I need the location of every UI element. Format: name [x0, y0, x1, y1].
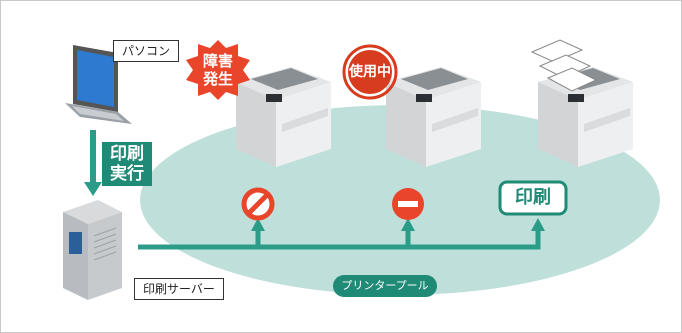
print-execute-arrow — [84, 130, 102, 196]
printer-icon — [386, 67, 481, 167]
server-icon — [63, 200, 122, 300]
printer-pool-label-bg — [333, 275, 437, 297]
error-text-line2: 発生 — [202, 70, 233, 88]
pc-label: パソコン — [113, 40, 180, 62]
print-execute-badge — [102, 142, 152, 186]
laptop-icon — [65, 45, 132, 124]
error-text-line1: 障害 — [202, 52, 233, 70]
prohibited-icon — [241, 187, 275, 221]
in-use-badge-bg — [348, 50, 392, 94]
arrow-heads — [251, 218, 545, 231]
print-badge-text: 印刷 — [515, 187, 551, 208]
print-execute-text-line2: 実行 — [110, 164, 144, 184]
starburst-icon — [186, 40, 250, 100]
print-execute-text-line1: 印刷 — [110, 144, 144, 164]
printer-pool-label: プリンタープール — [341, 279, 429, 292]
printer-icon — [236, 67, 331, 167]
no-entry-icon — [392, 188, 424, 220]
network-lines — [138, 228, 541, 250]
print-badge — [498, 180, 568, 216]
paper-stack-icon — [530, 39, 598, 92]
in-use-ring — [342, 44, 398, 100]
in-use-text: 使用中 — [349, 64, 391, 80]
server-label: 印刷サーバー — [134, 278, 224, 300]
